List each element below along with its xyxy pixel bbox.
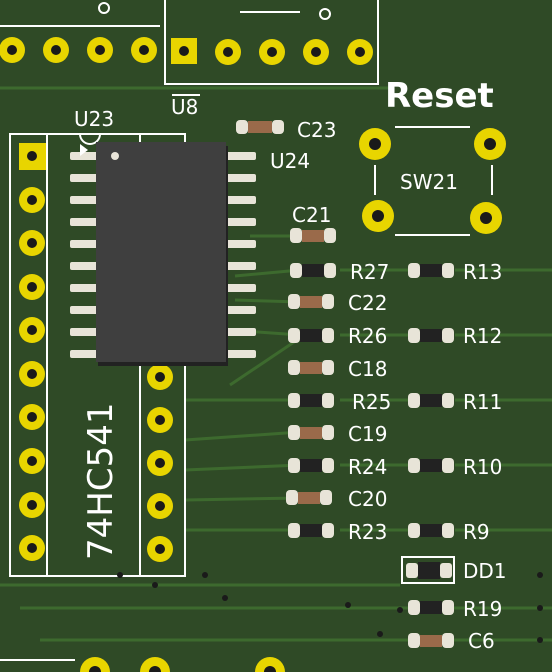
- soic-pins-right: [226, 152, 256, 358]
- c23-label: C23: [297, 118, 336, 142]
- r11-label: R11: [463, 390, 502, 414]
- sw21-label: SW21: [400, 170, 458, 194]
- r10-label: R10: [463, 455, 502, 479]
- r13-label: R13: [463, 260, 502, 284]
- top-header-pads: [0, 37, 373, 65]
- c6-label: C6: [468, 629, 495, 653]
- resistor-r26: [288, 328, 334, 343]
- capacitor-c6: [408, 633, 454, 648]
- r24-label: R24: [348, 455, 387, 479]
- sw21-outline: [374, 126, 493, 236]
- dip-left-pads: [19, 143, 46, 561]
- top-connector-outline: [0, 0, 379, 85]
- capacitor-c18: [288, 360, 334, 375]
- resistor-r13: [408, 263, 454, 278]
- capacitor-c20: [286, 490, 332, 505]
- mounting-mark-icon: [98, 2, 110, 14]
- u8-label: U8: [171, 95, 198, 119]
- ic-body-u24: [96, 142, 226, 362]
- c22-label: C22: [348, 291, 387, 315]
- resistor-r11: [408, 393, 454, 408]
- soic-pins-left: [70, 152, 98, 358]
- c20-label: C20: [348, 487, 387, 511]
- copper-traces: [0, 86, 552, 642]
- c21-label: C21: [292, 203, 331, 227]
- resistor-r10: [408, 458, 454, 473]
- reset-label: Reset: [385, 76, 494, 116]
- r9-label: R9: [463, 520, 490, 544]
- resistor-r25: [288, 393, 334, 408]
- diode-dd1: [406, 562, 452, 579]
- capacitor-c21: [290, 228, 336, 243]
- pin1-marker-icon: [80, 144, 88, 156]
- resistor-r12: [408, 328, 454, 343]
- mounting-mark-icon: [319, 8, 331, 20]
- capacitor-c23: [236, 120, 284, 134]
- r23-label: R23: [348, 520, 387, 544]
- r27-label: R27: [350, 260, 389, 284]
- u23-label: U23: [74, 107, 114, 131]
- resistor-r19: [408, 600, 454, 615]
- r12-label: R12: [463, 324, 502, 348]
- resistor-r27: [290, 263, 336, 278]
- dip-right-pads: [147, 364, 173, 562]
- r26-label: R26: [348, 324, 387, 348]
- resistor-r24: [288, 458, 334, 473]
- capacitor-c19: [288, 425, 334, 440]
- u24-label: U24: [270, 149, 310, 173]
- resistor-r23: [288, 523, 334, 538]
- r25-label: R25: [352, 390, 391, 414]
- c19-label: C19: [348, 422, 387, 446]
- chip-part-number: 74HC541: [81, 403, 121, 560]
- sw21-pads: [359, 128, 506, 234]
- c18-label: C18: [348, 357, 387, 381]
- bottom-header-pads: [80, 657, 285, 672]
- r19-label: R19: [463, 597, 502, 621]
- dd1-outline: [401, 556, 455, 584]
- capacitor-c22: [288, 294, 334, 309]
- dd1-label: DD1: [463, 559, 507, 583]
- resistor-r9: [408, 523, 454, 538]
- pin1-dot-icon: [111, 152, 119, 160]
- vias: [117, 572, 543, 643]
